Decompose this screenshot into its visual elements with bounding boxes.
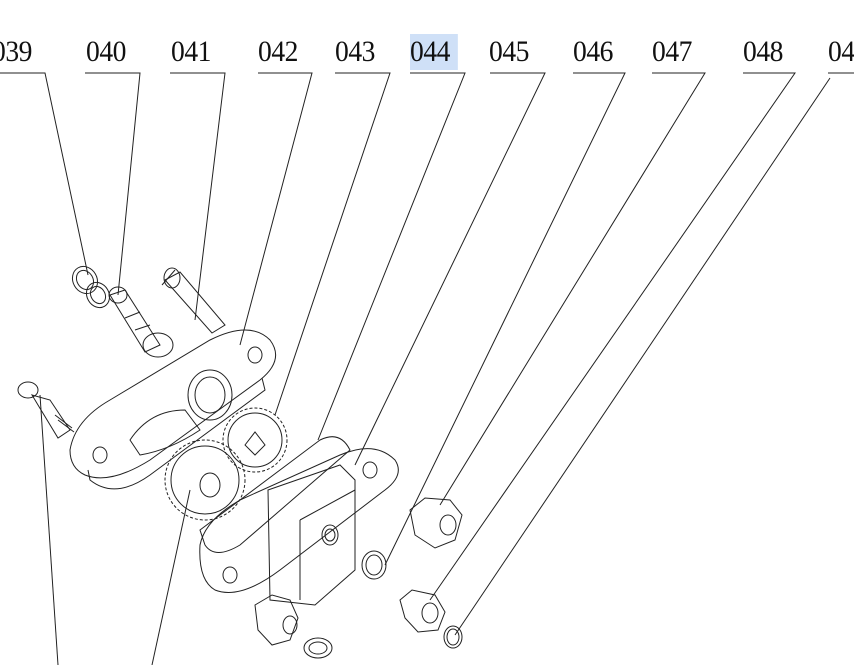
o-ring-039 — [71, 265, 111, 309]
shaft-040 — [108, 286, 161, 353]
callout-label-043: 043 — [335, 35, 376, 68]
callout-label-044[interactable]: 044 — [410, 34, 458, 70]
callout-label-047: 047 — [652, 35, 693, 68]
washer-049 — [443, 625, 463, 649]
callout-label-039: 039 — [0, 35, 33, 68]
bolt-left — [17, 381, 75, 439]
callout-label-041: 041 — [171, 35, 212, 68]
gear-043 — [164, 407, 288, 521]
pump-body-045 — [199, 448, 399, 606]
leader-lines — [0, 72, 854, 665]
fitting-048 — [399, 589, 446, 633]
callout-label-045: 045 — [489, 35, 530, 68]
callout-label-048: 048 — [743, 35, 784, 68]
cover-plate-042 — [69, 329, 277, 490]
callout-label-042: 042 — [258, 35, 299, 68]
nut-047 — [361, 497, 463, 580]
pin-041 — [161, 267, 226, 334]
callout-label-046: 046 — [573, 35, 614, 68]
callout-label-040: 040 — [86, 35, 127, 68]
callout-label-049: 04 — [828, 35, 854, 68]
nut-046 — [254, 594, 333, 659]
gasket-044 — [199, 436, 351, 553]
